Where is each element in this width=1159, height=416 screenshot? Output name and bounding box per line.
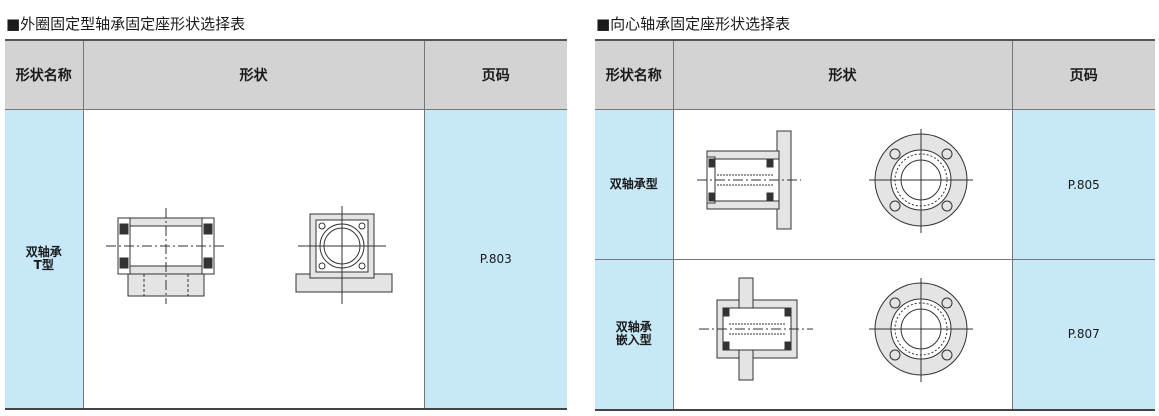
- radial-bearing-table: 形状名称 形状 页码 双轴承型: [595, 39, 1155, 411]
- row-name-double-bearing-inset: 双轴承 嵌入型: [595, 259, 673, 411]
- header-shape: 形状: [82, 39, 424, 110]
- row-name-line: 嵌入型: [615, 333, 652, 348]
- page-reference[interactable]: P.807: [1011, 259, 1155, 411]
- header-shape-name: 形状名称: [595, 39, 673, 110]
- row-name-line: 双轴承: [615, 320, 652, 335]
- shape-drawing-cell: [82, 109, 424, 410]
- row-name-line: 双轴承型: [609, 177, 658, 191]
- header-page: 页码: [1011, 39, 1155, 110]
- header-page: 页码: [423, 39, 567, 110]
- shape-drawing-cell: [672, 109, 1012, 260]
- row-name-line: T型: [33, 257, 54, 272]
- left-table-title: ■外圈固定型轴承固定座形状选择表: [6, 15, 246, 33]
- row-name-double-bearing-t: 双轴承 T型: [5, 109, 83, 410]
- shape-drawing-cell: [672, 259, 1012, 411]
- table-row: 双轴承 嵌入型: [595, 259, 1155, 411]
- table-header-row: 形状名称 形状 页码: [595, 39, 1155, 110]
- header-shape-name: 形状名称: [5, 39, 83, 110]
- t-type-housing-drawing: [105, 205, 392, 304]
- table-row: 双轴承型: [595, 109, 1155, 260]
- inset-bearing-housing-drawing: [698, 277, 973, 383]
- row-name-line: 双轴承: [25, 244, 62, 259]
- right-table-title: ■向心轴承固定座形状选择表: [596, 15, 791, 33]
- table-row: 双轴承 T型: [5, 109, 567, 410]
- table-header-row: 形状名称 形状 页码: [5, 39, 567, 110]
- double-bearing-housing-drawing: [696, 128, 973, 233]
- outer-fixed-bearing-table: 形状名称 形状 页码 双轴承 T型: [5, 39, 567, 410]
- header-shape: 形状: [672, 39, 1012, 110]
- page-reference[interactable]: P.805: [1011, 109, 1155, 260]
- row-name-double-bearing: 双轴承型: [595, 109, 673, 260]
- page-reference[interactable]: P.803: [423, 109, 567, 410]
